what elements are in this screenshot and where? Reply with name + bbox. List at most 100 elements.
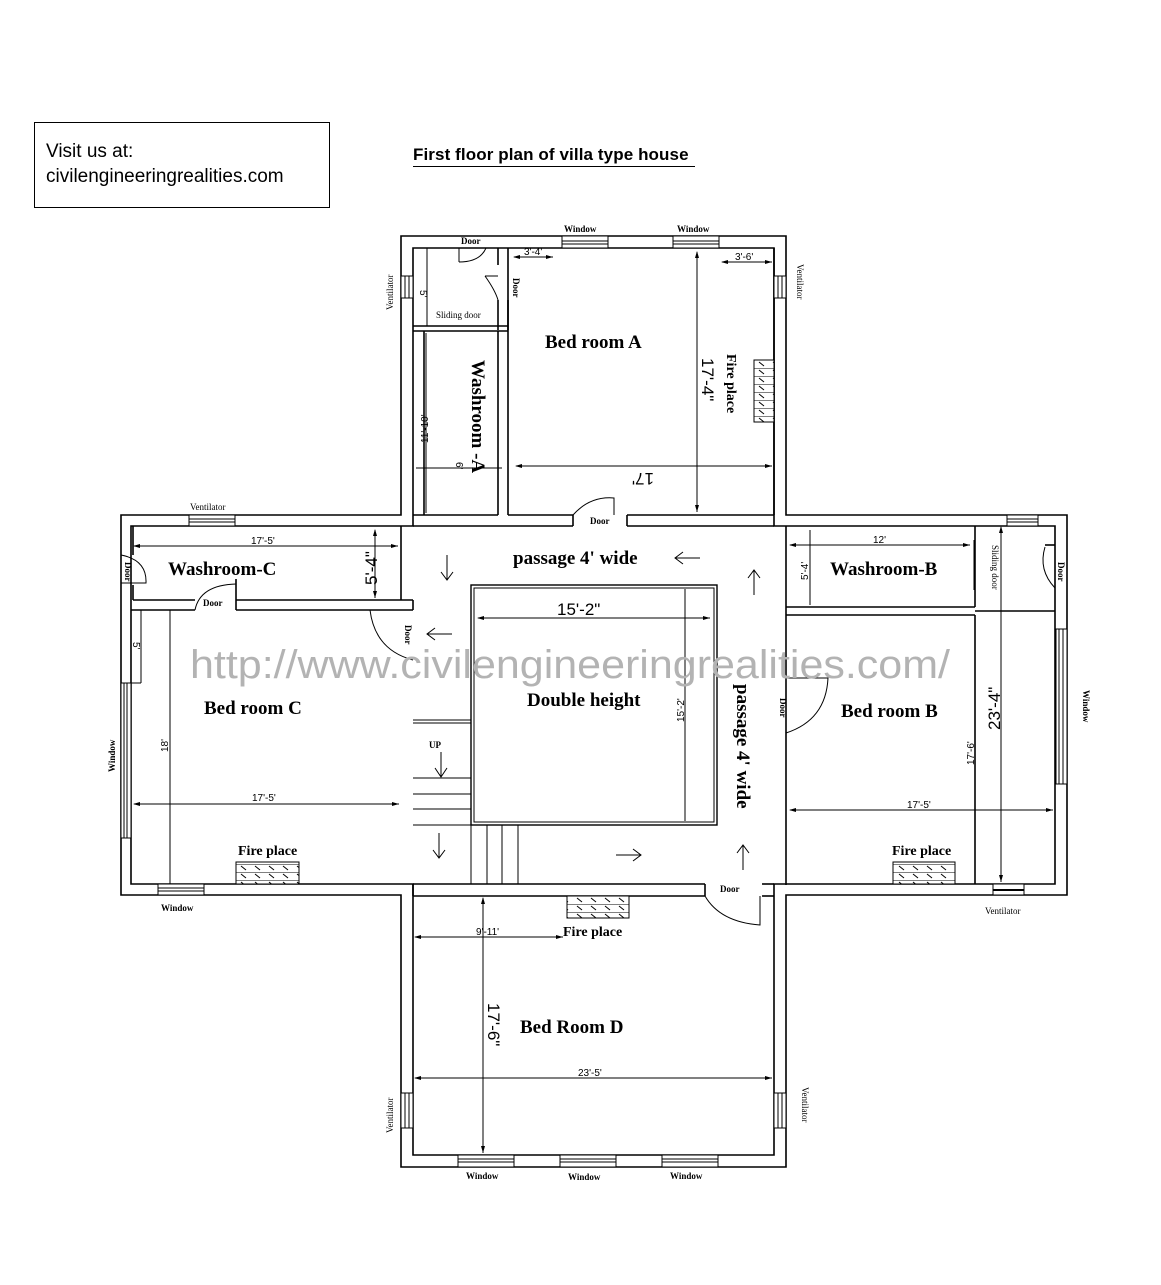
ventilator-right-bottom — [992, 883, 1025, 896]
bedroom-a-dim-right: 3'-6' — [735, 252, 753, 263]
bedroom-a-dim-width: 17' — [632, 469, 654, 488]
bedroom-b-dim-width: 17'-5' — [907, 800, 931, 811]
door-label: Door — [1056, 562, 1066, 582]
bedroom-d-label: Bed Room D — [520, 1017, 623, 1038]
ventilator-label: Ventilator — [385, 1098, 395, 1134]
visit-us-label: Visit us at: — [46, 141, 134, 162]
door-bedroom-a-closet — [484, 275, 499, 301]
washroom-a-dim-height: 11'-10' — [420, 414, 431, 443]
fireplace-bedroom-d — [566, 895, 630, 919]
door-bedroom-b — [785, 677, 829, 734]
ventilator-top-right — [773, 275, 787, 299]
bedroom-b-dim-total: 23'-4" — [985, 687, 1004, 730]
fireplace-label: Fire place — [892, 844, 951, 859]
window-bottom-2 — [559, 1154, 617, 1168]
double-height-dim-height: 15'-2' — [676, 698, 687, 722]
ventilator-top-left — [400, 275, 414, 299]
bedroom-c-label: Bed room C — [204, 698, 302, 719]
arrow-right-icon — [616, 848, 642, 862]
door-label: Door — [590, 516, 610, 526]
bedroom-b-dim-height: 17'-6' — [966, 741, 977, 765]
bedroom-d-dim-offset: 9'-11' — [476, 927, 499, 938]
window-label: Window — [677, 224, 710, 234]
ventilator-right-top — [1006, 514, 1039, 527]
door-label: Door — [461, 236, 481, 246]
arrow-left-icon — [674, 551, 700, 565]
sliding-door-label: Sliding door — [990, 545, 1000, 590]
bedroom-c-closet-dim: 5' — [130, 642, 141, 650]
page-title: First floor plan of villa type house — [413, 145, 695, 167]
arrow-down-icon — [432, 833, 446, 859]
washroom-c-dim-width: 17'-5' — [251, 536, 275, 547]
arrow-left-icon — [426, 627, 452, 641]
door-label: Door — [403, 625, 413, 645]
arrow-up-icon — [747, 569, 761, 595]
closet-a-dim: 5' — [417, 290, 428, 298]
fireplace-label: Fire place — [563, 925, 622, 940]
bedroom-d-dim-height: 17'-6" — [484, 1003, 503, 1046]
interior-walls-left — [131, 526, 414, 611]
fireplace-bedroom-b — [892, 861, 956, 885]
bedroom-a-dim-height: 17'-4" — [698, 358, 717, 401]
ventilator-label: Ventilator — [795, 264, 805, 300]
visit-us-box: Visit us at: civilengineeringrealities.c… — [34, 122, 330, 208]
fireplace-label: Fire place — [238, 844, 297, 859]
door-right-entry — [1042, 546, 1056, 589]
arrow-up-icon — [736, 844, 750, 870]
window-bottom-1 — [457, 1154, 515, 1168]
window-label: Window — [568, 1172, 601, 1182]
bedroom-a-label: Bed room A — [545, 332, 642, 353]
window-label: Window — [564, 224, 597, 234]
interior-walls-bottom — [412, 883, 774, 897]
window-label: Window — [466, 1171, 499, 1181]
washroom-c-dim-height: 5'-4" — [362, 551, 381, 585]
window-top-2 — [672, 235, 720, 249]
interior-walls-right — [785, 526, 1055, 885]
washroom-a-dim-width: 6' — [453, 462, 464, 470]
door-bedroom-d — [704, 895, 761, 926]
passage-top-label: passage 4' wide — [513, 548, 638, 569]
washroom-b-label: Washroom-B — [830, 559, 938, 580]
washroom-b-dim-height: 5'-4' — [800, 562, 811, 580]
staircase — [413, 719, 717, 884]
door-label: Door — [123, 562, 133, 582]
watermark-url: http://www.civilengineeringrealities.com… — [190, 643, 951, 687]
ventilator-bottom-left — [400, 1092, 414, 1129]
fireplace-bedroom-c — [235, 861, 300, 885]
window-label: Window — [1081, 690, 1091, 723]
washroom-a-label: Washroom -A — [467, 360, 488, 473]
door-label: Door — [203, 598, 223, 608]
interior-walls-top — [413, 248, 775, 527]
bedroom-a-dim-left: 3'-4' — [524, 247, 542, 258]
bedroom-b-label: Bed room B — [841, 701, 938, 722]
passage-right-label: passage 4' wide — [732, 684, 753, 809]
door-label: Door — [720, 884, 740, 894]
washroom-b-dim-width: 12' — [873, 535, 886, 546]
ventilator-bottom-right — [773, 1092, 787, 1129]
ventilator-label: Ventilator — [190, 502, 226, 512]
window-label: Window — [107, 739, 117, 772]
window-bottom-3 — [661, 1154, 719, 1168]
arrow-down-icon — [440, 555, 454, 581]
door-label: Door — [511, 278, 521, 298]
stairs-up-label: UP — [429, 740, 441, 750]
window-top-1 — [561, 235, 609, 249]
ventilator-left-top — [188, 514, 236, 527]
door-closet-a — [458, 247, 487, 263]
fireplace-bedroom-a — [753, 359, 775, 423]
ventilator-label: Ventilator — [800, 1087, 810, 1123]
window-bedroom-c-bottom — [157, 883, 205, 896]
washroom-c-label: Washroom-C — [168, 559, 276, 580]
door-washroom-c-left — [120, 554, 147, 584]
bedroom-d-dim-width: 23'-5' — [578, 1068, 602, 1079]
bedroom-c-dim-width: 17'-5' — [252, 793, 276, 804]
double-height-label: Double height — [527, 690, 641, 711]
window-label: Window — [670, 1171, 703, 1181]
door-bedroom-a — [572, 497, 615, 516]
window-right — [1055, 628, 1068, 785]
visit-us-url: civilengineeringrealities.com — [46, 166, 284, 187]
ventilator-label: Ventilator — [385, 275, 395, 311]
window-label: Window — [161, 903, 194, 913]
door-washroom-c-bedroom — [194, 583, 237, 611]
